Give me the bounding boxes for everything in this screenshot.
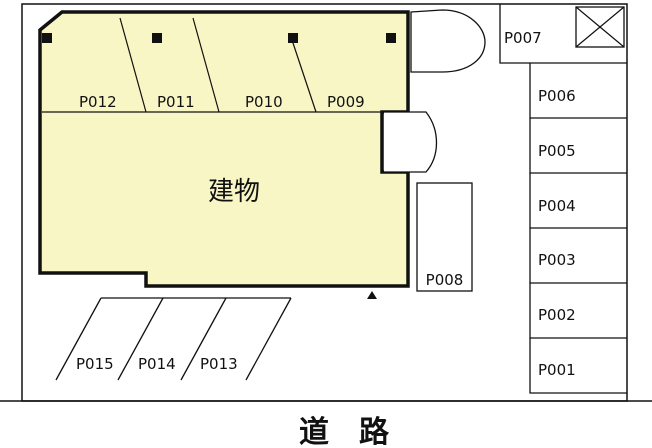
parking-label-p010: P010: [245, 93, 283, 111]
parking-label-p002: P002: [538, 306, 576, 324]
parking-label-p014: P014: [138, 355, 176, 373]
parking-divider: [245, 297, 292, 381]
column-marker: [288, 33, 298, 43]
building-label: 建物: [208, 177, 260, 207]
parking-label-p003: P003: [538, 251, 576, 269]
parking-column-right: [499, 4, 627, 64]
column-marker: [152, 33, 162, 43]
parking-divider: [180, 297, 227, 381]
parking-label-p015: P015: [76, 355, 114, 373]
parking-divider: [117, 297, 164, 381]
parking-divider: [291, 39, 317, 113]
building-outline: [38, 10, 410, 288]
parking-divider: [192, 17, 220, 113]
parking-label-p013: P013: [200, 355, 238, 373]
round-feature-top: [410, 9, 486, 73]
unavailable-box-icon: [575, 6, 625, 48]
parking-label-p012: P012: [79, 93, 117, 111]
entrance-marker: [367, 291, 377, 299]
parking-label-p005: P005: [538, 142, 576, 160]
parking-divider: [55, 297, 102, 381]
parking-label-p011: P011: [157, 93, 195, 111]
parking-label-p009: P009: [327, 93, 365, 111]
parking-label-p008: P008: [426, 271, 464, 289]
column-marker: [42, 33, 52, 43]
parking-label-p001: P001: [538, 361, 576, 379]
parking-label-p006: P006: [538, 87, 576, 105]
round-feature-side: [384, 111, 438, 173]
parking-label-p004: P004: [538, 197, 576, 215]
parking-label-p007: P007: [504, 29, 542, 47]
parking-row-divider: [529, 338, 627, 394]
parking-divider: [119, 17, 147, 113]
parking-slot-p008: [416, 182, 473, 292]
column-marker: [386, 33, 396, 43]
road-label: 道 路: [299, 415, 390, 448]
